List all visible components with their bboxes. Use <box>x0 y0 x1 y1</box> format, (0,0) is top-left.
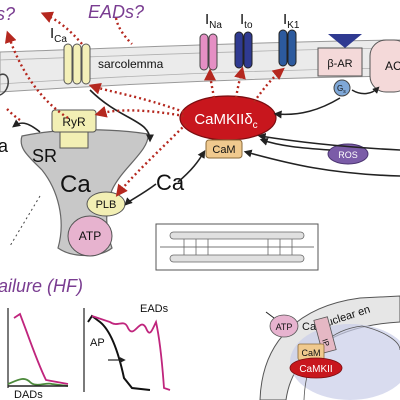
camkii-target-arrows <box>4 11 285 197</box>
eads-label-top: EADs? <box>88 2 144 22</box>
heart-failure-label: ailure (HF) <box>0 276 83 296</box>
beta-adrenergic-receptor: β-AR <box>317 34 363 77</box>
ryanodine-receptor: RyR <box>51 109 97 149</box>
ip3r-label: IP <box>320 338 331 348</box>
calmodulin: CaM <box>205 139 243 159</box>
svg-text:PLB: PLB <box>96 199 117 211</box>
l-type-calcium-channel <box>63 43 91 85</box>
sr-label: SR <box>32 146 57 166</box>
left-partial-label: a <box>0 136 9 156</box>
phospholamban: PLB <box>86 191 126 217</box>
nuclear-atp-label: ATP <box>276 322 293 332</box>
gs-label: Gs <box>337 84 346 95</box>
dads-trace-panel: DADs <box>7 308 69 400</box>
ina-label: INa <box>205 11 222 31</box>
eads-trace-panel: EADs AP <box>83 303 171 392</box>
nuclear-ca-label: Ca <box>302 321 317 333</box>
svg-text:ROS: ROS <box>338 150 358 160</box>
gs-protein: Gs <box>333 79 351 97</box>
sarcomere-box <box>155 223 319 271</box>
nuclear-camkii-label: CaMKII <box>299 364 332 375</box>
ito-label: Ito <box>240 11 253 31</box>
nuclear-cam-label: CaM <box>301 348 320 358</box>
sarcoplasmic-reticulum <box>20 129 149 257</box>
sarcolemma-label: sarcolemma <box>98 57 164 71</box>
sodium-channel <box>199 33 218 71</box>
svg-text:AC: AC <box>385 59 400 73</box>
svg-text:CaM: CaM <box>212 144 235 156</box>
black-pathway-arrows <box>12 89 400 206</box>
camkii-label: CaMKIIδc <box>194 111 257 131</box>
camkii-enzyme: CaMKIIδc <box>179 95 277 141</box>
atp-pump: ATP <box>67 215 113 257</box>
nuclear-inset: nuclear en ATP Ca IP CaM CaMKII <box>259 295 400 400</box>
ica-label: ICa <box>50 25 67 45</box>
svg-text:RyR: RyR <box>62 115 86 129</box>
svg-text:β-AR: β-AR <box>327 58 352 70</box>
hf-leader-line <box>9 195 41 247</box>
svg-text:ATP: ATP <box>79 229 101 243</box>
ap-trace-label: AP <box>90 337 105 349</box>
cytosolic-calcium-label: Ca <box>156 170 185 195</box>
eads-trace-label: EADs <box>140 303 169 315</box>
membrane-left-edge <box>0 73 9 96</box>
gs-to-ac-arrow <box>351 86 380 95</box>
adenylyl-cyclase: AC <box>369 39 400 93</box>
ito-channel <box>234 31 253 69</box>
eads-label-left: s? <box>0 4 15 24</box>
ik1-label: IK1 <box>283 11 300 31</box>
sr-calcium-label: Ca <box>60 171 91 198</box>
ros-node: ROS <box>327 143 369 165</box>
ik1-channel <box>278 29 297 67</box>
dads-label: DADs <box>14 389 43 400</box>
